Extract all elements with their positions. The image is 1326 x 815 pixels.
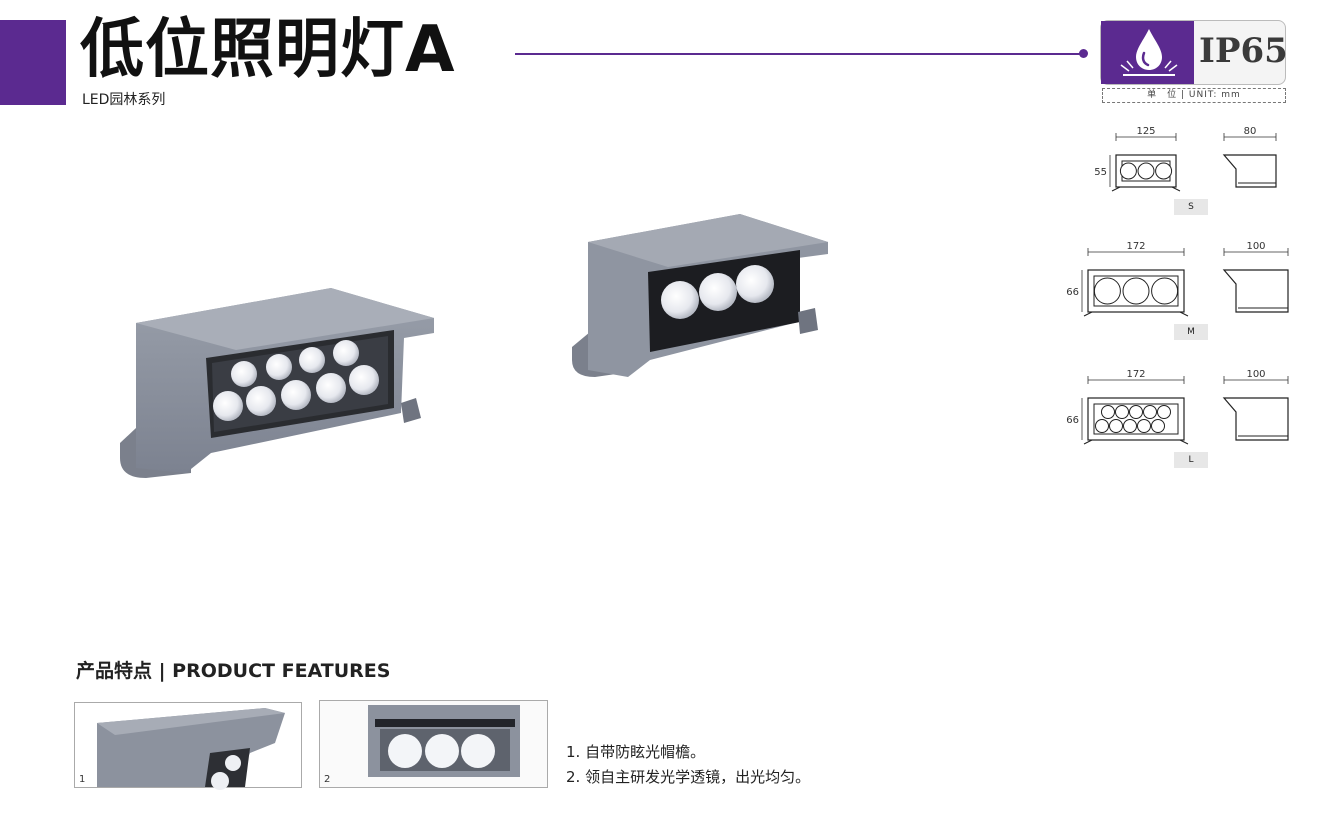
depth-label: 80 [1244, 126, 1257, 137]
lens-outline [1143, 405, 1157, 419]
led-lenses [661, 265, 774, 319]
led-lenses [213, 340, 379, 421]
feature-thumb-2: 2 [319, 700, 548, 788]
lens-outline [1095, 419, 1109, 433]
lens-outline [1101, 405, 1115, 419]
feature-thumb-number: 1 [79, 774, 86, 785]
height-label: 55 [1094, 167, 1107, 178]
side-view-body [1222, 397, 1289, 441]
width-label: 172 [1126, 369, 1145, 380]
size-tag: S [1174, 199, 1208, 215]
width-label: 125 [1136, 126, 1155, 137]
lens-outline [1137, 162, 1155, 180]
lens-outline [1093, 277, 1121, 305]
height-label: 66 [1066, 287, 1079, 298]
unit-label: 单 位 | UNIT: mm [1102, 88, 1286, 103]
lens-outline [1137, 419, 1151, 433]
feature-list: 1. 自带防眩光帽檐。 2. 领自主研发光学透镜，出光均匀。 [566, 740, 810, 790]
product-image-large [116, 278, 446, 497]
ip-rating-badge: IP65 [1100, 20, 1288, 85]
features-title: 产品特点 | PRODUCT FEATURES [76, 660, 391, 682]
feature-item: 1. 自带防眩光帽檐。 [566, 743, 706, 761]
lens-outline [1151, 419, 1165, 433]
lens-outline [1122, 277, 1150, 305]
feature-thumb-number: 2 [324, 774, 331, 785]
depth-label: 100 [1246, 369, 1265, 380]
width-label: 172 [1126, 241, 1145, 252]
depth-label: 100 [1246, 241, 1265, 252]
size-tag: M [1174, 324, 1208, 340]
lens-outline [1123, 419, 1137, 433]
lens-outline [1115, 405, 1129, 419]
ip-rating-text: IP65 [1199, 31, 1288, 71]
feature-thumb-1: 1 [74, 702, 302, 790]
lens-outline [1119, 162, 1137, 180]
side-view-body [1222, 154, 1277, 188]
header-divider-dot [1079, 49, 1088, 58]
product-image-small [570, 212, 835, 386]
header-accent-block [0, 20, 66, 105]
lens-outline [1157, 405, 1171, 419]
page-title: 低位照明灯A [80, 13, 456, 87]
water-drop-icon [1101, 21, 1194, 84]
page-subtitle: LED园林系列 [82, 92, 166, 108]
header-divider-line [515, 53, 1083, 55]
lens-outline [1151, 277, 1179, 305]
size-tag: L [1174, 452, 1208, 468]
side-view-body [1222, 269, 1289, 313]
feature-item: 2. 领自主研发光学透镜，出光均匀。 [566, 768, 811, 786]
lens-outline [1109, 419, 1123, 433]
height-label: 66 [1066, 415, 1079, 426]
lens-outline [1155, 162, 1173, 180]
lens-outline [1129, 405, 1143, 419]
